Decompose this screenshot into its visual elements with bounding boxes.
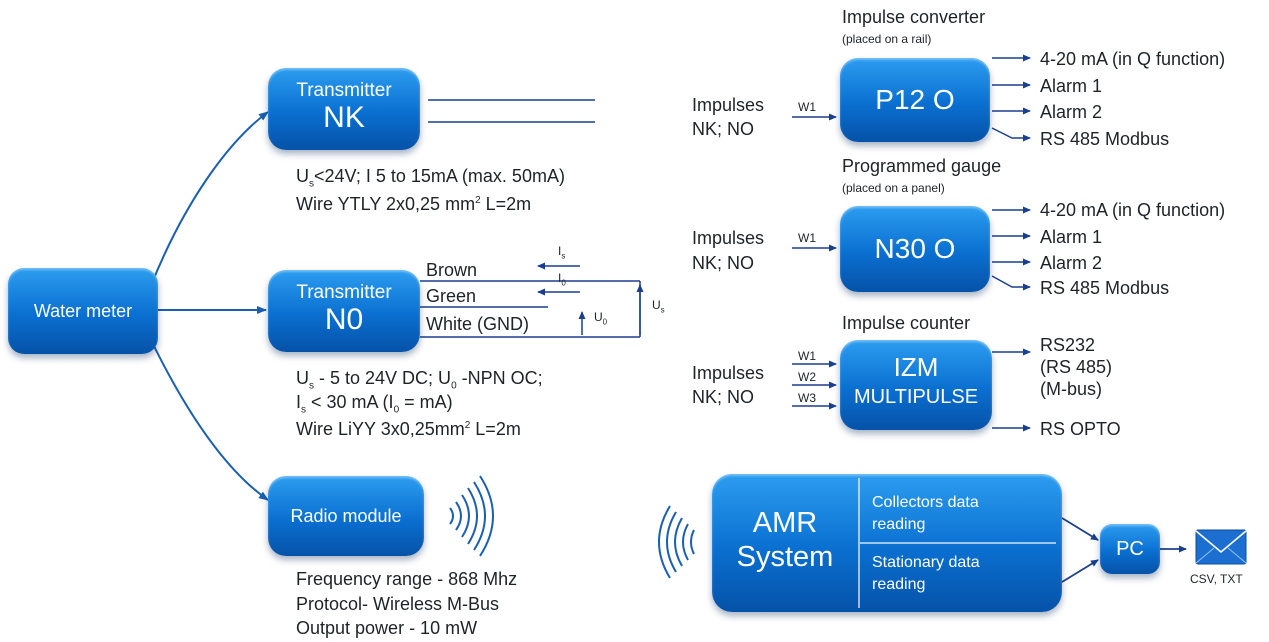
- export-format-label: CSV, TXT: [1190, 572, 1243, 586]
- n0-line1: Transmitter: [296, 282, 392, 303]
- p12-subtitle: (placed on a rail): [842, 32, 932, 46]
- n0-line2: N0: [324, 303, 364, 336]
- p12-input-line1: Impulses: [692, 95, 765, 115]
- radio-spec-frequency: Frequency range - 868 Mhz: [296, 569, 518, 589]
- izm-box: IZM MULTIPULSE: [840, 340, 992, 430]
- n30-input-line2: NK; NO: [692, 253, 755, 273]
- amr-radio-waves: [658, 505, 695, 579]
- n0-spec-line1: Us - 5 to 24V DC; U0 -NPN OC;: [296, 368, 543, 392]
- izm-output-opto: RS OPTO: [1040, 419, 1121, 439]
- izm-input-line2: NK; NO: [692, 387, 755, 407]
- amr-title: AMR System: [712, 506, 858, 574]
- u0-label: U0: [594, 310, 608, 327]
- n30-output-analog: 4-20 mA (in Q function): [1040, 200, 1226, 220]
- transmitter-nk-box: Transmitter NK: [268, 68, 420, 150]
- izm-input-line1: Impulses: [692, 363, 765, 383]
- n30-box: N30 O: [840, 206, 990, 292]
- izm-title: Impulse counter: [842, 313, 971, 333]
- n30-label: N30 O: [874, 233, 956, 264]
- i0-label: I0: [558, 271, 566, 288]
- nk-output-wires: [428, 99, 595, 123]
- p12-output-alarm2: Alarm 2: [1040, 102, 1103, 122]
- n30-output-alarm1: Alarm 1: [1040, 227, 1103, 247]
- izm-output-rs232: RS232: [1040, 335, 1096, 355]
- izm-output-rs485: (RS 485): [1040, 357, 1113, 377]
- n30-output-alarm2: Alarm 2: [1040, 253, 1103, 273]
- pc-box: PC: [1100, 524, 1160, 574]
- p12-input-line2: NK; NO: [692, 119, 755, 139]
- amr-cell-collectors: Collectors data reading: [872, 494, 979, 533]
- wire-white-label: White (GND): [426, 314, 529, 334]
- izm-wire-w3: W3: [798, 391, 816, 405]
- n0-spec-line3: Wire LiYY 3x0,25mm2 L=2m: [296, 419, 521, 439]
- amr-cell-stationary: Stationary data reading: [872, 554, 980, 593]
- arrow-to-nk: [149, 111, 269, 289]
- wire-green-label: Green: [426, 286, 477, 306]
- amr-system-box: AMR System Collectors data reading Stati…: [712, 474, 1062, 612]
- water-meter-box: Water meter: [8, 268, 158, 354]
- n30-input-line1: Impulses: [692, 228, 765, 248]
- amr-vertical-divider: [858, 478, 860, 608]
- n30-subtitle: (placed on a panel): [842, 181, 945, 195]
- nk-spec-line2: Wire YTLY 2x0,25 mm2 L=2m: [296, 194, 532, 214]
- izm-wire-w2: W2: [798, 370, 816, 384]
- nk-line2: NK: [323, 101, 365, 134]
- p12-output-alarm1: Alarm 1: [1040, 76, 1103, 96]
- wire-brown-label: Brown: [426, 260, 478, 280]
- nk-line1: Transmitter: [296, 80, 392, 101]
- meter-branch-arrows: [149, 111, 269, 501]
- arrow-to-radio: [149, 337, 269, 501]
- p12-title: Impulse converter: [842, 7, 986, 27]
- nk-spec-line1: Us<24V; I 5 to 15mA (max. 50mA): [296, 166, 565, 190]
- transmitter-n0-box: Transmitter N0: [268, 270, 420, 352]
- envelope-icon: [1195, 529, 1247, 565]
- p12-wire-w1: W1: [798, 100, 816, 114]
- izm-line2: MULTIPULSE: [853, 386, 979, 408]
- izm-line1: IZM: [893, 352, 939, 382]
- water-meter-label: Water meter: [33, 301, 133, 321]
- izm-output-mbus: (M-bus): [1040, 379, 1102, 399]
- radio-waves: [449, 475, 494, 557]
- radio-spec-power: Output power - 10 mW: [296, 618, 478, 638]
- n30-output-modbus: RS 485 Modbus: [1040, 278, 1170, 298]
- n0-spec-line2: Is < 30 mA (I0 = mA): [296, 392, 453, 416]
- p12-label: P12 O: [875, 84, 955, 115]
- amr-line1: AMR: [752, 507, 818, 539]
- is-label: Is: [558, 244, 566, 261]
- amr-line2: System: [736, 541, 834, 573]
- radio-module-box: Radio module: [268, 476, 424, 556]
- radio-spec-protocol: Protocol- Wireless M-Bus: [296, 594, 500, 614]
- amr-horizontal-divider: [860, 542, 1056, 544]
- us-label: Us: [652, 298, 665, 315]
- pc-label: PC: [1116, 538, 1144, 560]
- p12-box: P12 O: [840, 58, 990, 142]
- p12-output-modbus: RS 485 Modbus: [1040, 129, 1170, 149]
- n30-wire-w1: W1: [798, 231, 816, 245]
- radio-module-label: Radio module: [290, 506, 402, 526]
- n30-title: Programmed gauge: [842, 156, 1002, 176]
- p12-output-analog: 4-20 mA (in Q function): [1040, 49, 1226, 69]
- izm-wire-w1: W1: [798, 349, 816, 363]
